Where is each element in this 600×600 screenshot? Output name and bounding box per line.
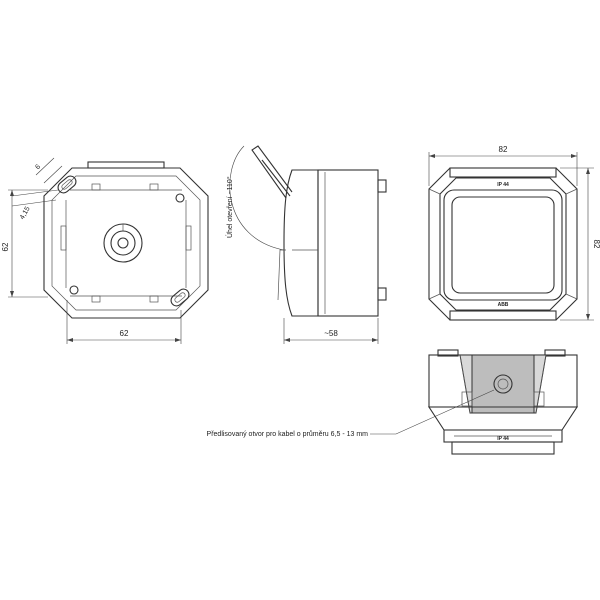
side-view: Úhel otevření ~110° ~58: [225, 145, 387, 344]
opening-angle-label: Úhel otevření ~110°: [225, 176, 234, 238]
dim-front-height: 82: [592, 240, 600, 249]
dim-front-width: 82: [499, 145, 508, 154]
dim-width: 62: [120, 329, 129, 338]
cable-hole-note: Předlisovaný otvor pro kabel o průměru 6…: [207, 430, 369, 438]
back-view: 6 4,15 62 62: [1, 157, 209, 344]
rating-mark-bottom: IP 44: [497, 436, 509, 442]
rating-mark-front: IP 44: [497, 182, 509, 188]
front-view: IP 44 ABB 82 82: [428, 145, 600, 321]
bottom-view: IP 44 Předlisovaný otvor pro kabel o prů…: [207, 349, 579, 455]
dim-slot-width: 6: [34, 163, 42, 171]
dim-height: 62: [1, 242, 10, 251]
dim-depth: ~58: [324, 329, 338, 338]
dim-hole: 4,15: [19, 206, 32, 221]
brand-logo-mark: ABB: [498, 302, 509, 308]
